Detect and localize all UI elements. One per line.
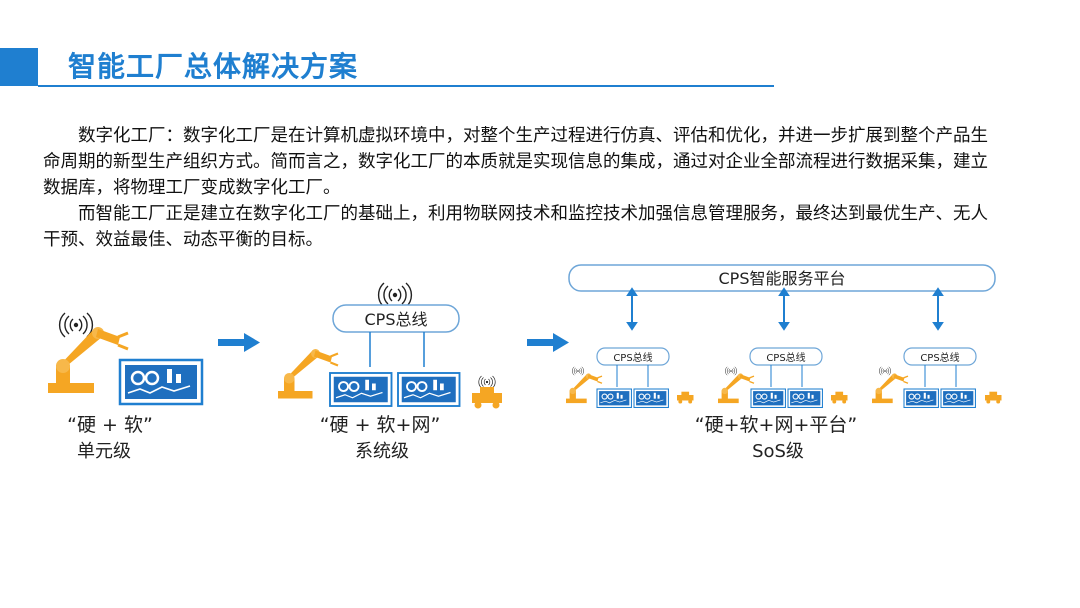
monitor-icon: [633, 388, 669, 409]
arrow-right-icon: [218, 333, 260, 352]
sos-level-caption: “硬+软+网+平台”: [695, 414, 857, 436]
title-accent-block: [0, 48, 38, 86]
monitor-icon: [118, 358, 204, 406]
cps-bus-small-label: CPS总线: [766, 351, 805, 364]
monitor-icon: [329, 372, 393, 407]
cps-platform-label: CPS智能服务平台: [719, 269, 846, 288]
unit-level-name: 单元级: [77, 441, 131, 462]
agv-cart-icon: [831, 391, 848, 404]
sos-level: CPS智能服务平台 CPS总线 CPS总线: [565, 264, 1002, 462]
system-level-caption: “硬 + 软+网”: [320, 414, 441, 436]
cps-bus-box: [332, 304, 460, 333]
robot-arm-icon: [717, 372, 755, 404]
wifi-icon: [572, 366, 584, 376]
monitor-icon: [596, 388, 632, 409]
cps-bus-label: CPS总线: [365, 310, 428, 329]
wifi-icon: [377, 282, 413, 308]
unit-level: “硬 + 软” 单元级: [46, 312, 204, 462]
robot-arm-icon: [871, 372, 909, 404]
page-title: 智能工厂总体解决方案: [68, 50, 359, 83]
robot-arm-icon: [276, 347, 340, 400]
body-text: 数字化工厂：数字化工厂是在计算机虚拟环境中，对整个生产过程进行仿真、评估和优化，…: [43, 123, 1003, 253]
cps-levels-diagram: “硬 + 软” 单元级 CPS总线 “硬 + 软+网” 系统级 CPS智能服务平…: [46, 264, 1002, 462]
wifi-icon: [725, 366, 737, 376]
system-level: CPS总线 “硬 + 软+网” 系统级: [276, 282, 502, 462]
system-level-name: 系统级: [355, 441, 409, 462]
title-underline: [38, 85, 774, 87]
monitor-icon: [750, 388, 786, 409]
unit-level-caption: “硬 + 软”: [67, 414, 153, 436]
cps-bus-small-label: CPS总线: [920, 351, 959, 364]
arrow-right-icon: [527, 333, 569, 352]
monitor-icon: [940, 388, 976, 409]
robot-arm-icon: [46, 325, 130, 395]
agv-cart-icon: [677, 391, 694, 404]
monitor-icon: [903, 388, 939, 409]
wifi-icon: [879, 366, 891, 376]
paragraph-1: 数字化工厂：数字化工厂是在计算机虚拟环境中，对整个生产过程进行仿真、评估和优化，…: [43, 126, 988, 198]
sos-level-name: SoS级: [752, 441, 804, 462]
subsystem-3: CPS总线: [871, 347, 1002, 409]
wifi-icon: [478, 375, 496, 389]
agv-cart-icon: [985, 391, 1002, 404]
wifi-icon: [58, 312, 94, 338]
subsystem-1: CPS总线: [565, 347, 694, 409]
subsystem-2: CPS总线: [717, 347, 848, 409]
paragraph-2: 而智能工厂正是建立在数字化工厂的基础上，利用物联网技术和监控技术加强信息管理服务…: [43, 204, 988, 250]
monitor-icon: [787, 388, 823, 409]
monitor-icon: [397, 372, 461, 407]
cps-bus-small-label: CPS总线: [613, 351, 652, 364]
agv-cart-icon: [472, 387, 502, 409]
